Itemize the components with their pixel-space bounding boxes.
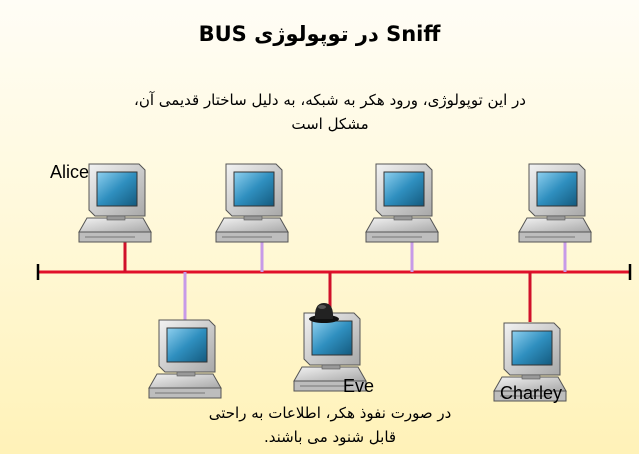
label-eve: Eve: [343, 376, 375, 396]
note-text: در صورت نفوذ هکر، اطلاعات به راحتی قابل …: [208, 404, 452, 446]
computer-icon: [215, 163, 289, 243]
description-text: در این توپولوژی، ورود هکر به شبکه، به دل…: [133, 91, 526, 133]
computer-icon: [518, 163, 592, 243]
label-charley: Charley: [500, 383, 563, 403]
computer-icon: [365, 163, 439, 243]
computer-icon: [148, 319, 222, 399]
computer-icon: [78, 163, 152, 243]
hacker-hat-icon: [309, 303, 339, 323]
slide-title: Sniff در توپولوژی BUS: [198, 22, 441, 46]
label-alice: Alice: [50, 162, 90, 182]
